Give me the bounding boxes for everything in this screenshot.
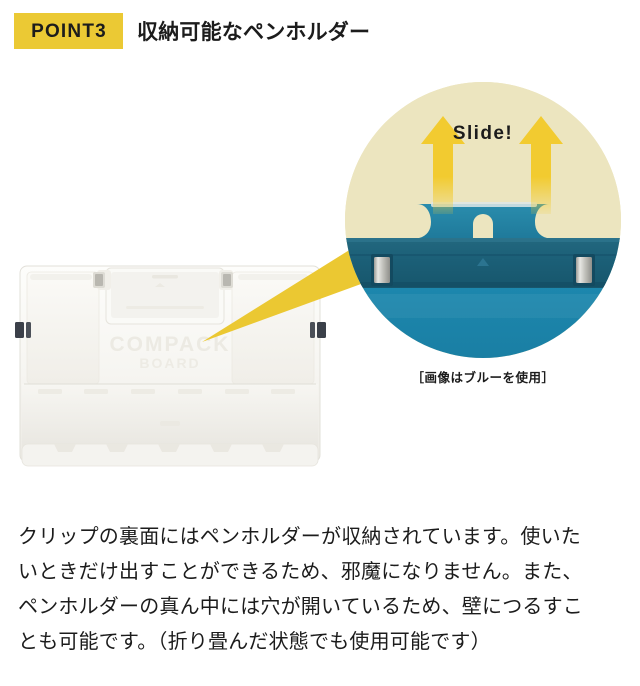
product-hinge-right [310, 322, 326, 338]
product-latch-left [93, 272, 105, 288]
illustration-stage: COMPACK BOARD [0, 62, 640, 492]
slide-arrow-right-icon [519, 116, 563, 214]
inset-latch-left [371, 254, 393, 286]
product-hinge-left [15, 322, 31, 338]
slide-label: Slide! [453, 123, 513, 144]
point-badge-label: POINT3 [31, 20, 107, 42]
pen-holder-hole [473, 214, 493, 238]
product-latch-right [221, 272, 233, 288]
product-emboss-board: BOARD [139, 355, 200, 371]
page-title: 収納可能なペンホルダー [137, 21, 371, 44]
inset-caption: ［画像はブルーを使用］ [411, 371, 555, 385]
description-line: クリップの裏面にはペンホルダーが収納されています。使いた [18, 526, 581, 548]
description-line: とも可能です。（折り畳んだ状態でも使用可能です） [18, 631, 491, 653]
description-line: いときだけ出すことができるため、邪魔になりません。また、 [18, 561, 583, 583]
slide-arrow-left-icon [421, 116, 465, 214]
clip-center-mark-icon [477, 258, 489, 266]
inset-latch-right [573, 254, 595, 286]
detail-inset-circle: Slide! [345, 82, 621, 358]
section-header: POINT3 収納可能なペンホルダー [0, 0, 640, 62]
point-badge: POINT3 [14, 13, 123, 49]
product-image-compack-board: COMPACK BOARD [15, 265, 326, 467]
description-paragraph: クリップの裏面にはペンホルダーが収納されています。使いた いときだけ出すことがで… [0, 520, 640, 660]
description-line: ペンホルダーの真ん中には穴が開いているため、壁につるすこ [18, 596, 583, 618]
product-emboss-compack: COMPACK [110, 333, 231, 356]
pointer-wedge-icon [202, 234, 375, 342]
